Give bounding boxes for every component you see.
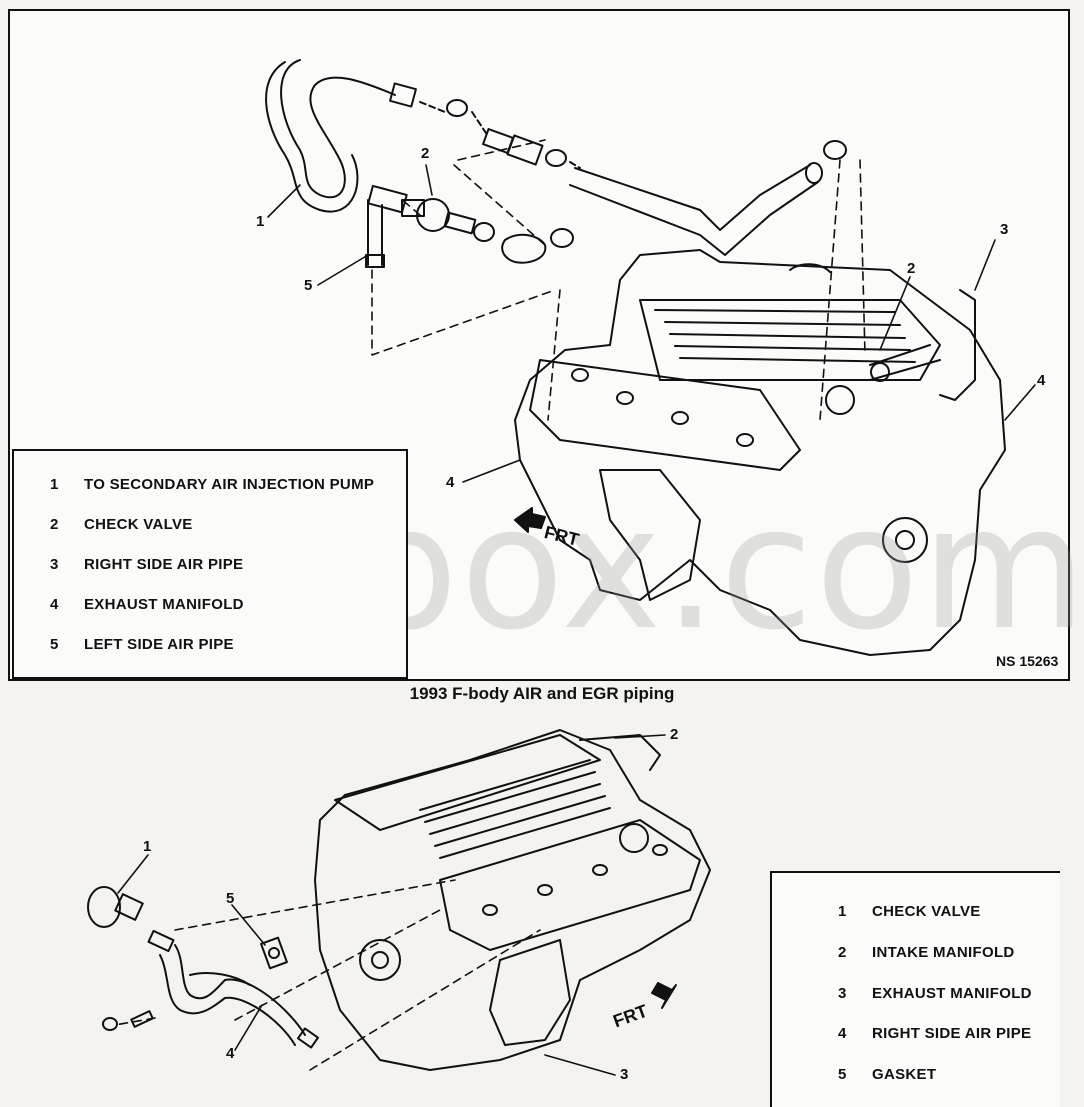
figure-caption: 1993 F-body AIR and EGR piping <box>409 684 675 703</box>
gasket-part <box>260 936 288 970</box>
front-arrow-1 <box>514 507 546 533</box>
callout-2: 2 <box>670 726 679 743</box>
callout-4b: 4 <box>446 474 455 491</box>
right-air-pipe <box>102 944 319 1049</box>
check-valve-1 <box>367 184 574 264</box>
callout-2: 2 <box>421 145 430 162</box>
check-valve-2 <box>87 886 175 953</box>
callout-5: 5 <box>226 890 235 907</box>
callout-1: 1 <box>143 838 152 855</box>
front-arrow-2 <box>651 982 677 1009</box>
long-hose <box>569 162 823 256</box>
callout-3: 3 <box>1000 221 1009 238</box>
engine-1 <box>514 249 1006 656</box>
pump-hose <box>265 59 417 213</box>
callout-3: 3 <box>620 1066 629 1083</box>
callout-1: 1 <box>256 213 265 230</box>
engine-2 <box>314 729 711 1071</box>
figure-code: NS 15263 <box>996 653 1059 669</box>
left-air-pipe-piece <box>365 199 385 268</box>
callout-4: 4 <box>226 1045 235 1062</box>
callout-5: 5 <box>304 277 313 294</box>
clamp-parts <box>419 99 847 169</box>
callout-2b: 2 <box>907 260 916 277</box>
callout-4: 4 <box>1037 372 1046 389</box>
